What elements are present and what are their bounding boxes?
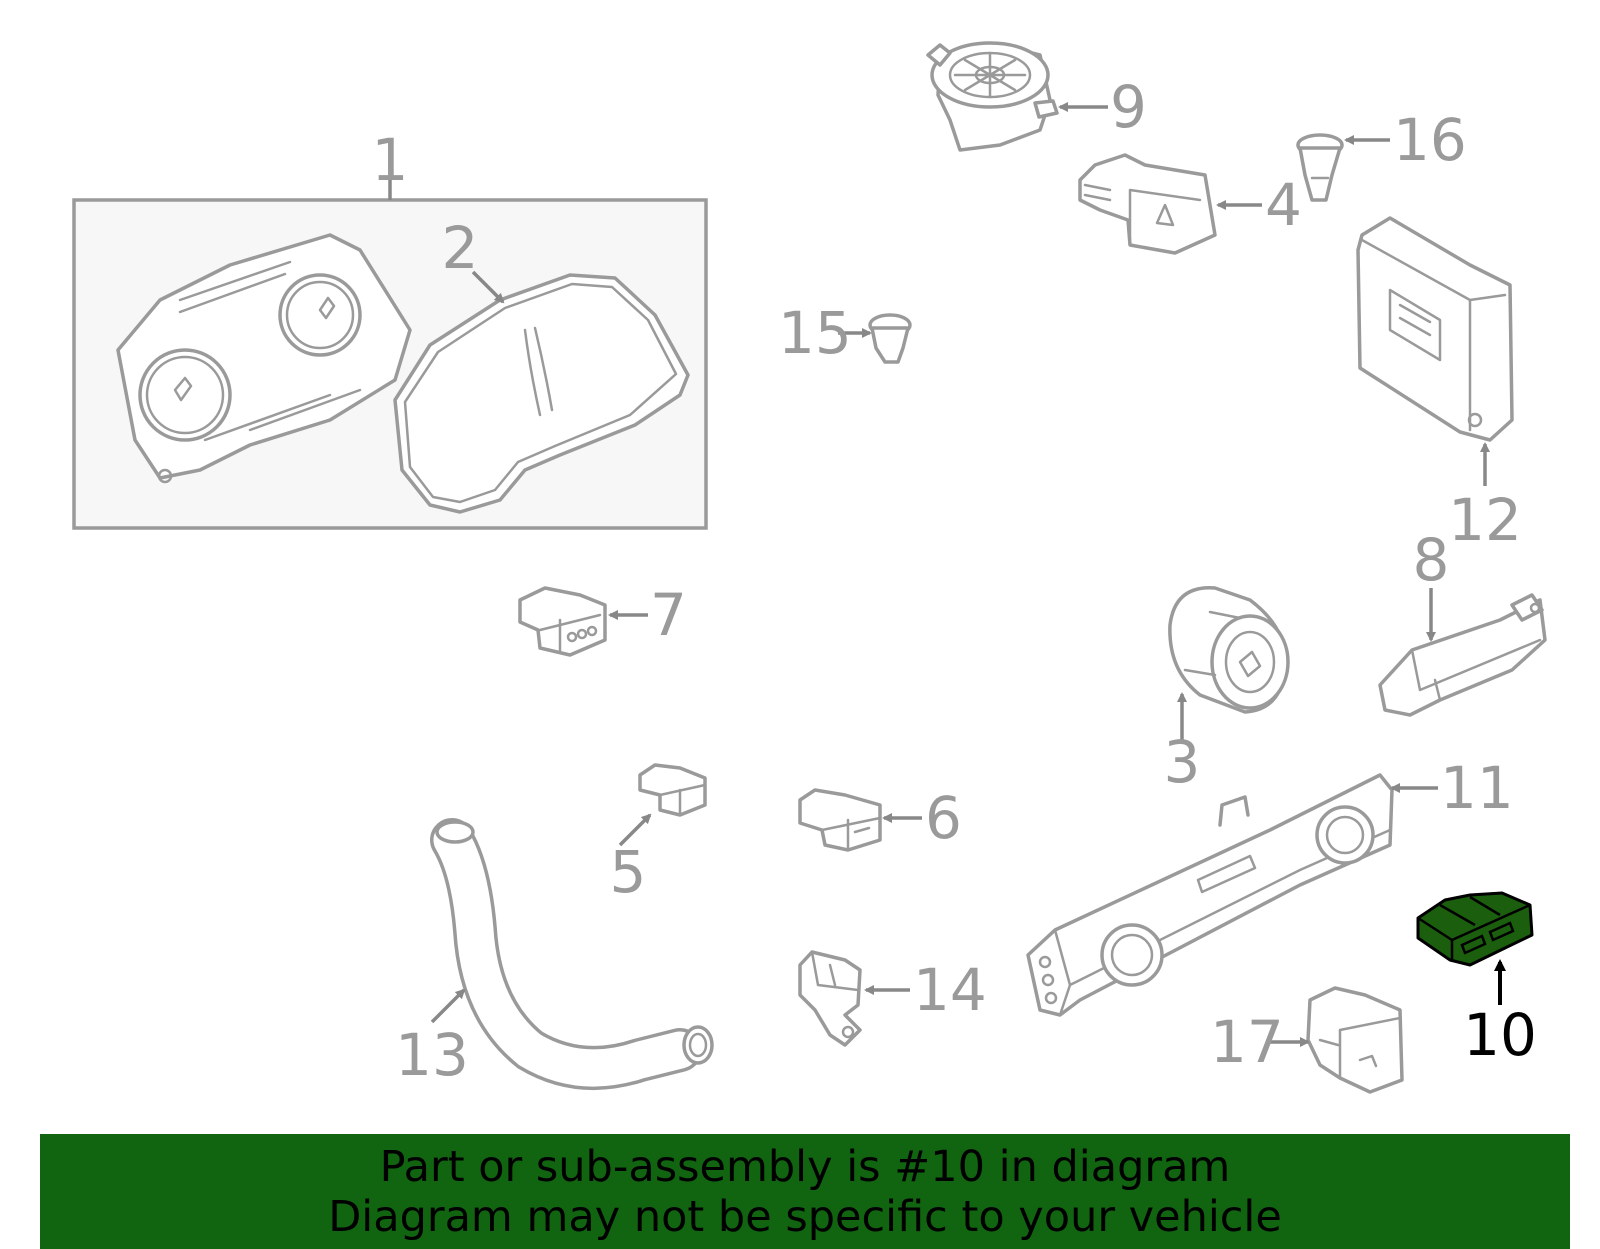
part-15-clip[interactable] (838, 313, 912, 364)
part-5-connector[interactable] (618, 763, 707, 847)
banner-line-1: Part or sub-assembly is #10 in diagram (379, 1141, 1231, 1192)
callout-5: 5 (610, 838, 647, 906)
part-8-module[interactable] (1378, 588, 1547, 717)
callout-12: 12 (1448, 486, 1522, 554)
part-11-climate-panel[interactable] (1026, 773, 1438, 1017)
callout-15: 15 (778, 299, 852, 367)
info-banner: Part or sub-assembly is #10 in diagram D… (40, 1134, 1570, 1249)
callout-6: 6 (925, 784, 962, 852)
callout-1: 1 (372, 126, 409, 194)
part-7-connector[interactable] (518, 586, 648, 657)
banner-line-2: Diagram may not be specific to your vehi… (328, 1191, 1282, 1242)
part-10-highlighted[interactable] (1416, 891, 1534, 1005)
callout-14: 14 (913, 956, 987, 1024)
part-3-knob[interactable] (1168, 586, 1290, 740)
callout-16: 16 (1393, 106, 1467, 174)
part-4-switch[interactable] (1078, 153, 1262, 255)
part-13-harness[interactable] (430, 818, 714, 1090)
callout-9: 9 (1110, 73, 1147, 141)
callout-13: 13 (395, 1021, 469, 1089)
callout-4: 4 (1265, 171, 1302, 239)
part-2-cluster-lens[interactable] (393, 270, 690, 514)
part-17-switch[interactable] (1270, 986, 1404, 1094)
callout-11: 11 (1440, 754, 1514, 822)
callout-17: 17 (1210, 1008, 1284, 1076)
callout-2: 2 (442, 214, 479, 282)
part-16-clip[interactable] (1296, 133, 1390, 202)
callout-7: 7 (650, 581, 687, 649)
callout-3: 3 (1164, 728, 1201, 796)
part-12-control-module[interactable] (1356, 216, 1514, 486)
part-9-speaker[interactable] (926, 41, 1108, 152)
callout-10: 10 (1463, 1001, 1537, 1069)
callout-8: 8 (1413, 526, 1450, 594)
part-14-sensor[interactable] (798, 950, 910, 1047)
part-6-connector[interactable] (798, 788, 922, 852)
